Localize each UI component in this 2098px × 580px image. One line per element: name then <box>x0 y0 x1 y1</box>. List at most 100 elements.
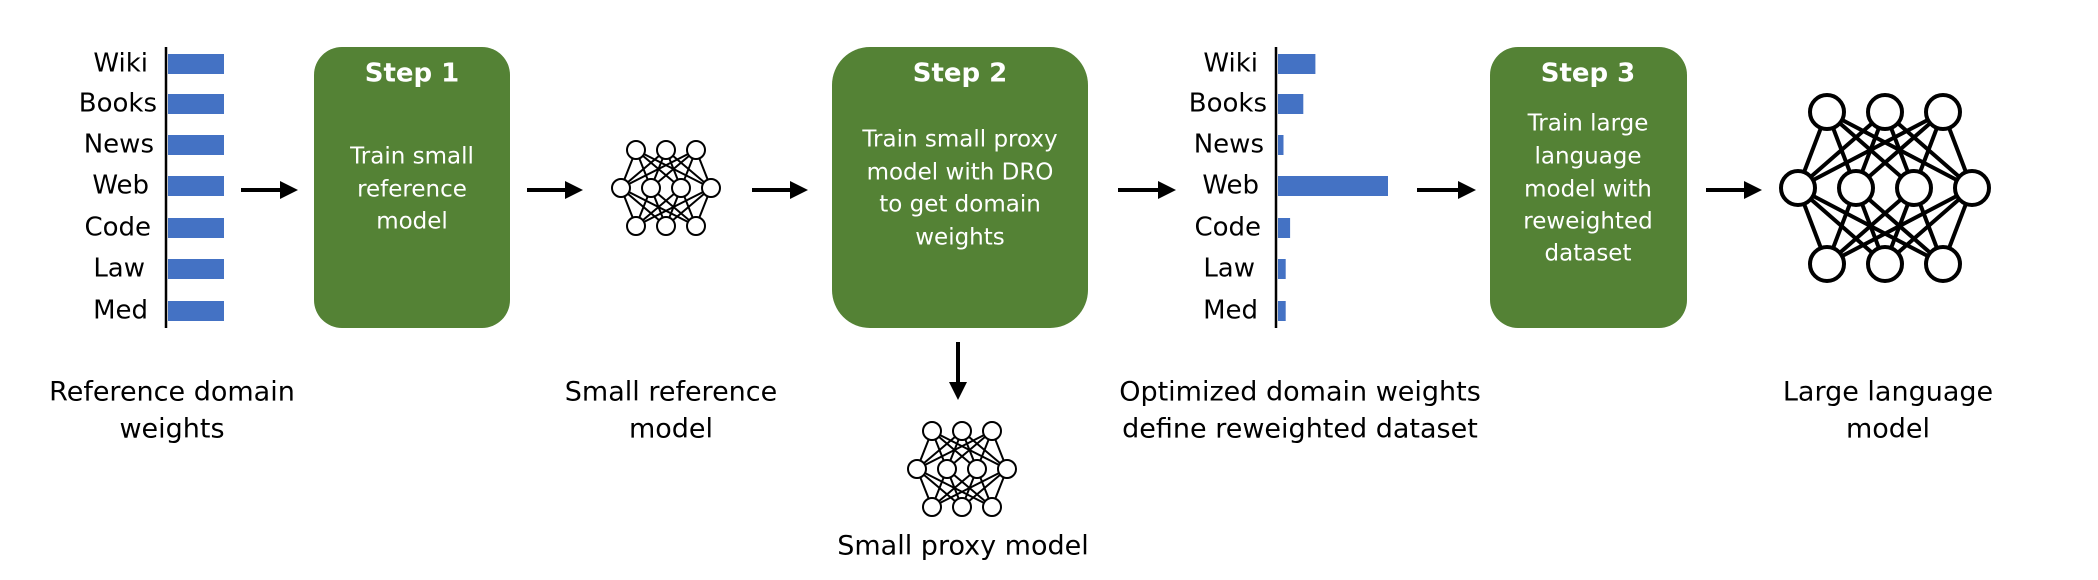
arrow-step1-to-ref-model <box>527 181 583 199</box>
small-reference-caption-line-2: model <box>629 414 713 445</box>
arrow-optimized-to-step3 <box>1417 181 1476 199</box>
opt-label-web: Web <box>1202 171 1259 201</box>
ref-label-code: Code <box>84 213 151 243</box>
step3-body-line-1: Train large <box>1527 111 1649 137</box>
reference-caption-line-1: Reference domain <box>49 377 295 408</box>
nn-node <box>922 421 942 441</box>
step2-box: Step 2 Train small proxy model with DRO … <box>832 47 1088 328</box>
opt-bar-med <box>1278 301 1286 321</box>
ref-bar-code <box>168 218 224 238</box>
nn-edge <box>931 468 1008 508</box>
nn-node <box>982 497 1002 517</box>
small-proxy-caption: Small proxy model <box>837 531 1089 562</box>
nn-node <box>1895 169 1933 207</box>
opt-label-news: News <box>1194 130 1264 160</box>
nn-node <box>907 459 927 479</box>
step3-body-line-5: dataset <box>1545 241 1632 267</box>
nn-edge <box>1883 186 1974 266</box>
nn-node <box>611 178 631 198</box>
arrow-step3-to-llm <box>1706 181 1762 199</box>
ref-label-web: Web <box>92 171 149 201</box>
small-reference-caption-line-1: Small reference <box>565 377 778 408</box>
ref-label-med: Med <box>93 296 148 326</box>
nn-node <box>686 216 706 236</box>
large-language-model-icon <box>1779 93 1991 283</box>
nn-edge <box>620 149 697 189</box>
opt-label-law: Law <box>1203 254 1255 284</box>
step1-body-line-1: Train small <box>349 144 474 170</box>
nn-node <box>1953 169 1991 207</box>
nn-node <box>1779 169 1817 207</box>
nn-node <box>1837 169 1875 207</box>
step1-body-line-2: reference <box>357 177 467 203</box>
ref-label-news: News <box>84 130 154 160</box>
nn-node <box>1924 93 1962 131</box>
nn-node <box>641 178 661 198</box>
opt-label-wiki: Wiki <box>1203 49 1258 79</box>
nn-node <box>922 497 942 517</box>
opt-label-code: Code <box>1194 213 1261 243</box>
step2-body-line-3: to get domain <box>879 192 1041 218</box>
nn-edge <box>1854 110 1945 190</box>
ref-bar-law <box>168 259 224 279</box>
opt-bar-code <box>1278 218 1291 238</box>
nn-node <box>1808 245 1846 283</box>
ref-bar-med <box>168 301 224 321</box>
step2-body-line-4: weights <box>915 225 1005 251</box>
optimized-caption-line-2: define reweighted dataset <box>1122 414 1478 445</box>
opt-bar-law <box>1278 259 1286 279</box>
arrow-ref-to-step1 <box>241 181 298 199</box>
opt-label-med: Med <box>1203 296 1258 326</box>
nn-node <box>1924 245 1962 283</box>
nn-node <box>686 140 706 160</box>
nn-node <box>1866 93 1904 131</box>
ref-bar-books <box>168 94 224 114</box>
step3-body-line-3: model with <box>1524 177 1652 203</box>
step2-title: Step 2 <box>913 59 1008 89</box>
opt-bar-wiki <box>1278 54 1316 74</box>
nn-node <box>626 216 646 236</box>
large-model-caption-line-1: Large language <box>1783 377 1993 408</box>
optimized-bars <box>1278 54 1388 321</box>
ref-label-books: Books <box>79 89 157 119</box>
nn-edge <box>1797 110 1944 190</box>
step1-body-line-3: model <box>376 209 448 235</box>
step3-title: Step 3 <box>1541 59 1636 89</box>
ref-label-law: Law <box>93 254 145 284</box>
step1-title: Step 1 <box>365 59 460 89</box>
opt-bar-news <box>1278 135 1284 155</box>
nn-edge <box>635 187 712 227</box>
optimized-weights-chart: Wiki Books News Web Code Law Med <box>1189 47 1388 328</box>
ref-bar-wiki <box>168 54 224 74</box>
nn-node <box>701 178 721 198</box>
nn-node <box>1866 245 1904 283</box>
nn-node <box>952 421 972 441</box>
small-reference-model-icon <box>611 140 721 236</box>
nn-node <box>937 459 957 479</box>
nn-edge <box>1796 110 1887 190</box>
large-model-caption-line-2: model <box>1846 414 1930 445</box>
nn-node <box>656 216 676 236</box>
step3-body-line-2: language <box>1534 144 1641 170</box>
nn-node <box>997 459 1017 479</box>
nn-edge <box>916 430 993 470</box>
arrow-ref-model-to-step2 <box>752 181 808 199</box>
reference-caption-line-2: weights <box>119 414 224 445</box>
nn-node <box>982 421 1002 441</box>
reference-weights-chart: Wiki Books News Web Code Law Med <box>79 47 224 328</box>
step3-body-line-4: reweighted <box>1523 209 1652 235</box>
nn-node <box>671 178 691 198</box>
opt-label-books: Books <box>1189 89 1267 119</box>
arrow-step2-to-optimized <box>1118 181 1176 199</box>
nn-node <box>656 140 676 160</box>
optimized-caption-line-1: Optimized domain weights <box>1119 377 1481 408</box>
ref-label-wiki: Wiki <box>93 49 148 79</box>
nn-node <box>1808 93 1846 131</box>
step1-box: Step 1 Train small reference model <box>314 47 510 328</box>
nn-node <box>952 497 972 517</box>
opt-bar-books <box>1278 94 1304 114</box>
nn-node <box>626 140 646 160</box>
ref-bar-web <box>168 176 224 196</box>
opt-bar-web <box>1278 176 1388 196</box>
